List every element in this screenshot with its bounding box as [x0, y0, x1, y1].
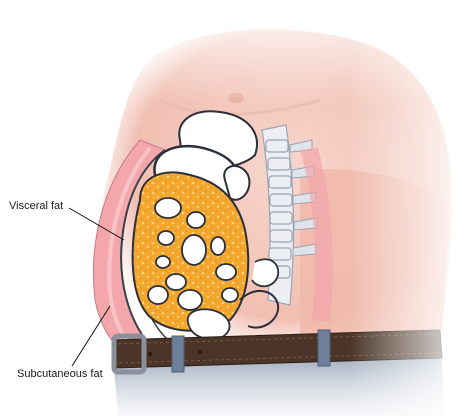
subcutaneous-fat-label: Subcutaneous fat: [17, 368, 103, 380]
visceral-fat-label: Visceral fat: [9, 200, 63, 212]
